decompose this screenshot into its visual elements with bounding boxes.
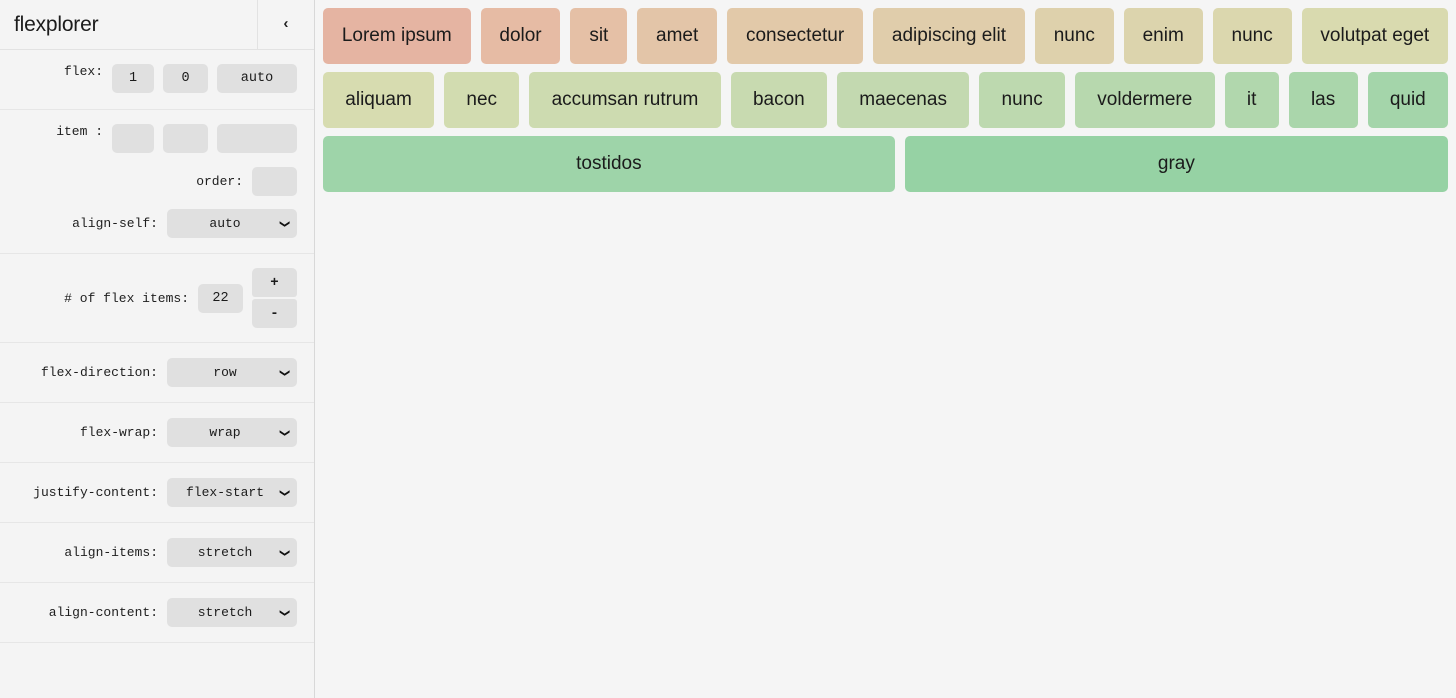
flex-item[interactable]: sit bbox=[570, 8, 628, 64]
align-self-select-wrapper: auto❯ bbox=[167, 209, 297, 238]
chevron-left-icon: ‹ bbox=[281, 16, 291, 33]
flex-item[interactable]: nunc bbox=[1034, 8, 1114, 64]
control-label: justify-content: bbox=[33, 485, 158, 500]
sidebar-section-align-items: align-items: stretch❯ bbox=[0, 523, 314, 583]
flex-item[interactable]: accumsan rutrum bbox=[529, 72, 721, 128]
order-input[interactable] bbox=[252, 167, 297, 196]
flex-item[interactable]: gray bbox=[904, 136, 1449, 192]
control-row: flex-wrap: wrap❯ bbox=[0, 417, 297, 448]
flex-item[interactable]: tostidos bbox=[323, 136, 895, 192]
flex-item[interactable]: it bbox=[1224, 72, 1279, 128]
align-self-select[interactable]: auto bbox=[167, 209, 297, 238]
align-content-select[interactable]: stretch bbox=[167, 598, 297, 627]
flex-item-count-input[interactable] bbox=[198, 283, 243, 313]
item-basis-input[interactable] bbox=[217, 124, 297, 153]
justify-content-select[interactable]: flex-start bbox=[167, 478, 297, 507]
control-label: order: bbox=[196, 174, 243, 189]
control-label: flex: bbox=[63, 64, 103, 79]
flex-item[interactable]: aliquam bbox=[323, 72, 435, 128]
sidebar-section-item-properties: item : order: align-self: auto❯ bbox=[0, 110, 314, 254]
flex-item[interactable]: quid bbox=[1367, 72, 1449, 128]
control-label: align-self: bbox=[72, 216, 158, 231]
control-row: align-content: stretch❯ bbox=[0, 597, 297, 628]
control-row: justify-content: flex-start❯ bbox=[0, 477, 297, 508]
flex-item[interactable]: nunc bbox=[1212, 8, 1292, 64]
flex-item[interactable]: maecenas bbox=[837, 72, 970, 128]
flex-item[interactable]: adipiscing elit bbox=[873, 8, 1025, 64]
flex-item[interactable]: las bbox=[1288, 72, 1358, 128]
flex-shrink-input[interactable] bbox=[163, 64, 208, 93]
flex-item[interactable]: amet bbox=[637, 8, 718, 64]
justify-content-select-wrapper: flex-start❯ bbox=[167, 478, 297, 507]
flex-item[interactable]: enim bbox=[1123, 8, 1203, 64]
align-content-select-wrapper: stretch❯ bbox=[167, 598, 297, 627]
flex-wrap-select-wrapper: wrap❯ bbox=[167, 418, 297, 447]
sidebar-section-flex-wrap: flex-wrap: wrap❯ bbox=[0, 403, 314, 463]
control-row: align-items: stretch❯ bbox=[0, 537, 297, 568]
increment-items-button[interactable]: + bbox=[252, 268, 297, 297]
control-sidebar: flexplorer ‹ flex: item : order: align-self… bbox=[0, 0, 315, 698]
sidebar-header: flexplorer ‹ bbox=[0, 0, 314, 50]
flex-item[interactable]: volutpat eget bbox=[1301, 8, 1449, 64]
sidebar-section-align-content: align-content: stretch❯ bbox=[0, 583, 314, 643]
decrement-items-button[interactable]: - bbox=[252, 299, 297, 328]
control-label: item : bbox=[56, 124, 103, 139]
sidebar-section-flex-shorthand: flex: bbox=[0, 50, 314, 110]
flex-item[interactable]: nunc bbox=[979, 72, 1065, 128]
align-items-select-wrapper: stretch❯ bbox=[167, 538, 297, 567]
sidebar-collapse-button[interactable]: ‹ bbox=[257, 0, 314, 49]
flex-direction-select[interactable]: row bbox=[167, 358, 297, 387]
control-label: align-items: bbox=[64, 545, 158, 560]
control-label: align-content: bbox=[48, 605, 158, 620]
flex-item[interactable]: bacon bbox=[730, 72, 827, 128]
flex-item[interactable]: consectetur bbox=[727, 8, 864, 64]
control-row: # of flex items: +- bbox=[0, 268, 297, 328]
align-items-select[interactable]: stretch bbox=[167, 538, 297, 567]
page-title: flexplorer bbox=[14, 12, 99, 36]
flex-item[interactable]: voldermere bbox=[1075, 72, 1215, 128]
control-label: # of flex items: bbox=[64, 290, 189, 306]
flex-wrap-select[interactable]: wrap bbox=[167, 418, 297, 447]
sidebar-controls: flex: item : order: align-self: auto❯ # of fl… bbox=[0, 50, 314, 643]
flex-direction-select-wrapper: row❯ bbox=[167, 358, 297, 387]
flex-basis-input[interactable] bbox=[217, 64, 297, 93]
control-row: order: bbox=[0, 166, 297, 197]
control-row: item : bbox=[0, 124, 297, 155]
control-row: flex-direction: row❯ bbox=[0, 357, 297, 388]
sidebar-section-item-count: # of flex items: +- bbox=[0, 254, 314, 343]
control-label: flex-wrap: bbox=[79, 425, 158, 440]
control-label: flex-direction: bbox=[40, 365, 158, 380]
sidebar-section-justify-content: justify-content: flex-start❯ bbox=[0, 463, 314, 523]
item-count-stepper: +- bbox=[252, 268, 297, 328]
flex-item[interactable]: dolor bbox=[480, 8, 561, 64]
flex-grow-input[interactable] bbox=[112, 64, 154, 93]
control-row: align-self: auto❯ bbox=[0, 208, 297, 239]
item-shrink-input[interactable] bbox=[163, 124, 208, 153]
flex-item[interactable]: Lorem ipsum bbox=[323, 8, 471, 64]
sidebar-section-flex-direction: flex-direction: row❯ bbox=[0, 343, 314, 403]
item-grow-input[interactable] bbox=[112, 124, 154, 153]
control-row: flex: bbox=[0, 64, 297, 95]
flex-item[interactable]: nec bbox=[444, 72, 520, 128]
